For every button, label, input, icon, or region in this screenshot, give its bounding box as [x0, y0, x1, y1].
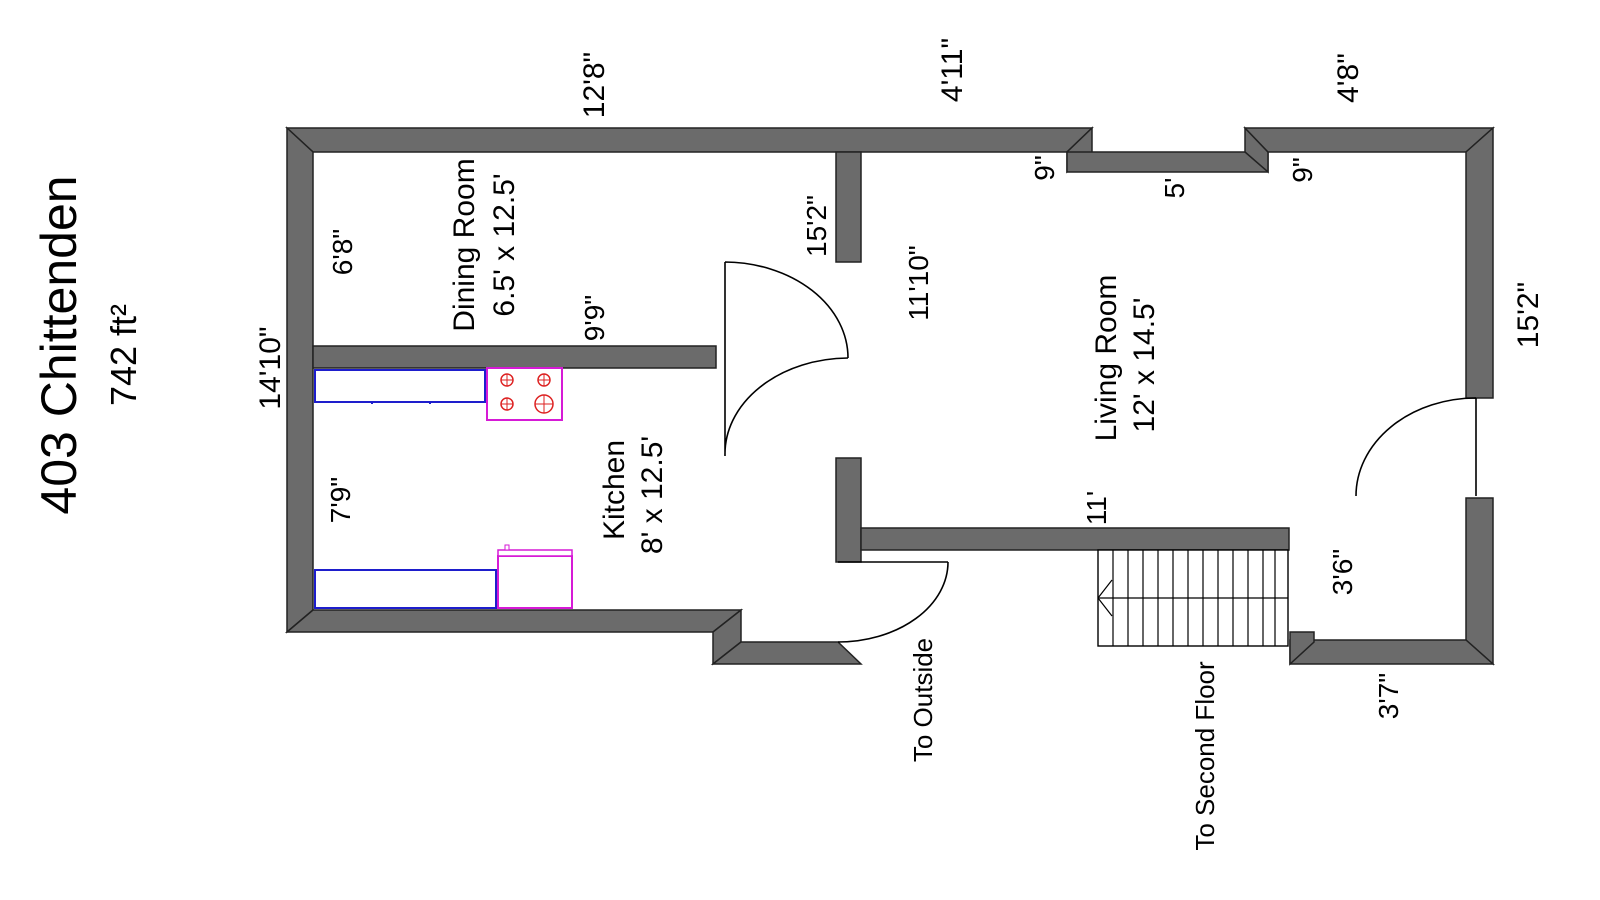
- dim-counter: 9'9": [579, 295, 610, 341]
- dim-bump-right: 9": [1287, 157, 1318, 183]
- sink: [497, 555, 573, 609]
- wall-top-left: [285, 127, 1094, 153]
- dim-living-bottom: 11': [1081, 491, 1112, 525]
- staircase: [1097, 549, 1289, 647]
- dim-right: 15'2": [1512, 282, 1545, 348]
- wall-stair-stub: [1289, 631, 1315, 666]
- dining-room-name: Dining Room: [448, 158, 481, 331]
- dim-stair-width: 3'6": [1327, 549, 1358, 595]
- dim-top-mid: 4'11": [936, 38, 969, 102]
- dining-room-size: 6.5' x 12.5': [488, 173, 521, 316]
- wall-bottom-left: [284, 609, 744, 633]
- dim-kitchen-wall: 7'9": [325, 477, 356, 523]
- wall-top-right: [1243, 127, 1495, 153]
- wall-partition-upper: [835, 151, 862, 263]
- doors: [724, 261, 1477, 643]
- door-double-lower: [724, 357, 849, 457]
- wall-right-upper: [1465, 126, 1494, 399]
- wall-partition-lower: [835, 457, 862, 563]
- dim-bump-mid: 5': [1159, 178, 1190, 199]
- upper-cabinet: [314, 369, 486, 403]
- door-double-upper: [724, 261, 849, 359]
- label-to-outside: To Outside: [908, 638, 938, 762]
- living-room-size: 12' x 14.5': [1128, 298, 1161, 433]
- label-to-second-floor: To Second Floor: [1190, 661, 1220, 851]
- wall-left: [286, 126, 314, 634]
- plan-title: 403 Chittenden: [31, 175, 87, 514]
- wall-right-lower: [1465, 497, 1494, 666]
- door-entry: [1355, 397, 1477, 497]
- dim-dining-wall: 6'8": [327, 229, 358, 275]
- kitchen-fixtures: [314, 367, 573, 609]
- wall-bottom-right: [1289, 639, 1495, 665]
- plan-area: 742 ft²: [103, 304, 144, 406]
- dim-top-right: 4'8": [1332, 53, 1365, 103]
- labels: 403 Chittenden 742 ft² Dining Room 6.5' …: [31, 38, 1545, 851]
- kitchen-size: 8' x 12.5': [636, 436, 669, 554]
- dim-bottom-right: 3'7": [1373, 673, 1404, 719]
- stove: [486, 367, 563, 421]
- dim-bump-left: 9": [1029, 155, 1060, 181]
- wall-bump-bottom: [1066, 151, 1269, 173]
- living-room-name: Living Room: [1090, 275, 1123, 442]
- kitchen-name: Kitchen: [598, 440, 631, 540]
- lower-cabinet: [314, 569, 497, 609]
- dim-top-left: 12'8": [578, 52, 611, 118]
- wall-counter-divider: [312, 345, 717, 369]
- walls: [284, 126, 1495, 666]
- dim-partition: 15'2": [801, 195, 832, 257]
- dim-living-width: 11'10": [903, 245, 934, 321]
- wall-living-bottom: [860, 527, 1290, 551]
- door-outside: [837, 561, 949, 643]
- dim-left: 14'10": [254, 326, 287, 409]
